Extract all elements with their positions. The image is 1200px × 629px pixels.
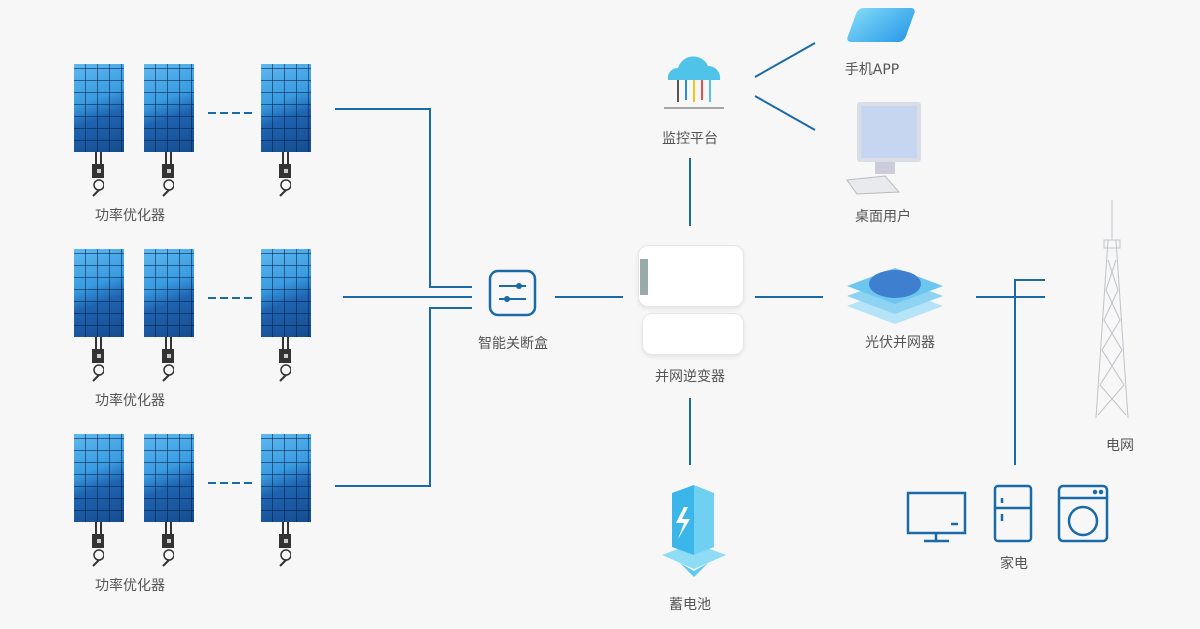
solar-panel-icon	[144, 434, 194, 522]
solar-panel-icon	[261, 64, 311, 152]
power-optimizer-icon	[92, 152, 104, 197]
solar-panel-icon	[144, 64, 194, 152]
string-continuation-dashes	[208, 297, 252, 299]
optimizer-label: 功率优化器	[95, 578, 165, 594]
power-tower-icon	[1095, 200, 1129, 419]
string3-line	[335, 307, 472, 487]
solar-panel-icon	[261, 249, 311, 337]
string-continuation-dashes	[208, 482, 252, 484]
solar-panel-icon	[74, 434, 124, 522]
power-optimizer-icon	[279, 337, 291, 382]
power-optimizer-icon	[162, 337, 174, 382]
cloud-desktop-line	[754, 95, 816, 131]
power-optimizer-icon	[162, 522, 174, 567]
grid-connector-icon	[847, 268, 943, 324]
appliances-label: 家电	[1000, 556, 1028, 572]
tv-icon	[906, 491, 967, 543]
monitoring-label: 监控平台	[662, 131, 718, 147]
cloud-icon	[664, 56, 724, 109]
solar-panel-icon	[74, 64, 124, 152]
desktop-user-label: 桌面用户	[855, 209, 911, 225]
grid-label: 电网	[1106, 438, 1134, 454]
grid-connector-label: 光伏并网器	[865, 335, 935, 351]
tablet-icon	[845, 8, 917, 42]
power-optimizer-icon	[92, 337, 104, 382]
string-continuation-dashes	[208, 112, 252, 114]
power-optimizer-icon	[279, 152, 291, 197]
optimizer-label: 功率优化器	[95, 393, 165, 409]
fridge-icon	[993, 484, 1033, 543]
rapid-shutdown-icon	[488, 269, 537, 317]
cloud-app-line	[754, 42, 816, 78]
washing-machine-icon	[1057, 484, 1109, 543]
solar-panel-icon	[261, 434, 311, 522]
battery-label: 蓄电池	[669, 597, 711, 613]
appliance-line	[1014, 279, 1045, 465]
power-optimizer-icon	[92, 522, 104, 567]
inverter-label: 并网逆变器	[655, 369, 725, 385]
string1-line	[335, 108, 472, 288]
power-optimizer-icon	[279, 522, 291, 567]
solar-panel-icon	[144, 249, 194, 337]
battery-building-icon	[662, 485, 726, 577]
inverter-icon	[638, 245, 746, 355]
rapid-shutdown-label: 智能关断盒	[478, 336, 548, 352]
desktop-computer-icon	[846, 102, 921, 195]
solar-panel-icon	[74, 249, 124, 337]
power-optimizer-icon	[162, 152, 174, 197]
optimizer-label: 功率优化器	[95, 208, 165, 224]
appliances-icons	[906, 484, 1109, 543]
mobile-app-label: 手机APP	[844, 62, 900, 78]
